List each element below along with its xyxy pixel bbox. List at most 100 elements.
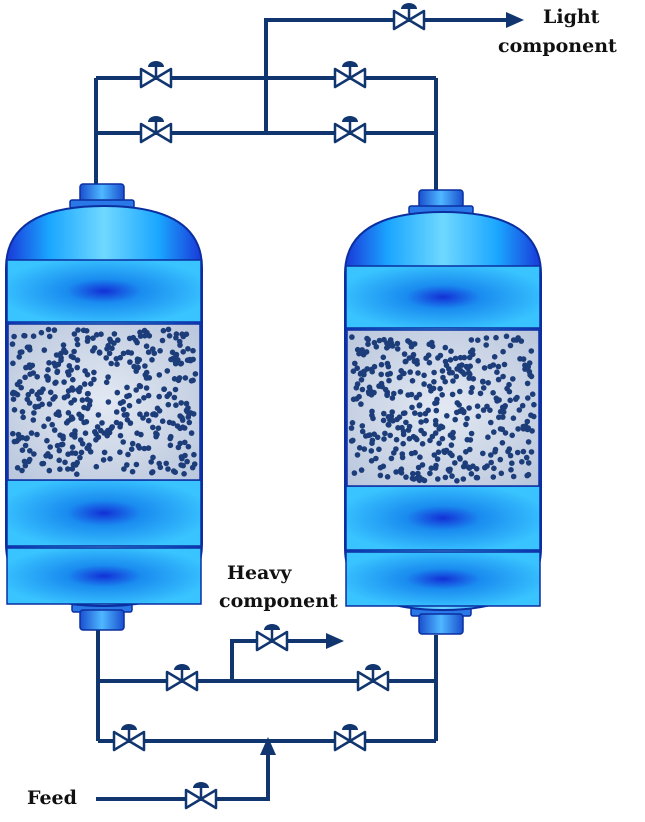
adsorbent-particle: [495, 363, 502, 370]
adsorbent-particle: [46, 401, 53, 407]
left-adsorber-column: [5, 183, 203, 631]
adsorbent-particle: [400, 428, 407, 435]
adsorbent-particles: [9, 326, 199, 478]
adsorbent-particle: [181, 425, 188, 431]
adsorbent-particle: [475, 413, 482, 420]
adsorbent-particle: [10, 430, 16, 437]
light-component-label-line1: Light: [543, 6, 600, 28]
adsorbent-particle: [157, 348, 163, 354]
adsorbent-particle: [407, 369, 413, 375]
adsorbent-particle: [507, 397, 513, 404]
valve-bottom-upper-right[interactable]: [356, 664, 390, 692]
adsorbent-particle: [188, 430, 195, 436]
adsorbent-particle: [359, 423, 366, 429]
heavy-component-label-line1: Heavy: [227, 562, 292, 584]
valve-bottom-upper-left[interactable]: [165, 664, 199, 692]
adsorbent-particle: [509, 460, 515, 467]
adsorbent-particle: [19, 467, 25, 474]
adsorbent-particle: [518, 338, 525, 344]
valve-top-upper-left[interactable]: [139, 61, 173, 89]
valve-bottom-lower-left[interactable]: [112, 724, 146, 752]
adsorbent-particle: [161, 386, 167, 392]
valve-bottom-lower-right[interactable]: [333, 724, 367, 752]
adsorbent-particle: [134, 339, 140, 346]
adsorbent-particle: [439, 392, 445, 398]
adsorbent-particle: [380, 354, 387, 361]
adsorbent-particle: [348, 438, 355, 444]
adsorbent-particle: [468, 430, 475, 437]
adsorbent-particle: [467, 437, 474, 443]
adsorbent-particle: [169, 349, 176, 356]
adsorbent-particle: [146, 375, 153, 381]
adsorbent-particle: [82, 430, 89, 436]
adsorbent-particle: [525, 460, 532, 466]
adsorbent-particle: [418, 419, 424, 425]
adsorbent-particle: [364, 366, 370, 372]
adsorbent-particle: [459, 362, 465, 368]
adsorbent-particle: [129, 440, 136, 447]
adsorbent-particle: [423, 417, 429, 424]
adsorbent-particle: [385, 371, 391, 378]
adsorbent-particle: [19, 349, 25, 355]
adsorbent-particle: [150, 424, 156, 431]
light-component-label-line2: component: [498, 35, 617, 57]
adsorbent-particle: [485, 380, 491, 386]
adsorbent-particle: [452, 355, 459, 362]
adsorbent-particle: [11, 333, 17, 340]
adsorbent-particle: [145, 392, 152, 399]
adsorbent-particle: [71, 331, 78, 337]
valves: [112, 3, 426, 810]
adsorbent-particle: [99, 420, 105, 426]
adsorbent-particle: [75, 327, 81, 333]
adsorbent-particle: [354, 365, 360, 371]
adsorbent-particle: [485, 434, 491, 440]
adsorbent-particle: [177, 425, 183, 432]
adsorbent-particle: [32, 404, 39, 410]
adsorbent-particle: [120, 350, 127, 357]
adsorbent-particle: [531, 401, 537, 408]
adsorbent-particle: [376, 337, 383, 344]
adsorbent-particle: [171, 394, 178, 401]
adsorbent-particle: [190, 347, 196, 354]
valve-heavy-product[interactable]: [255, 624, 289, 652]
adsorbent-particle: [129, 468, 136, 475]
valve-feed[interactable]: [184, 782, 218, 810]
adsorbent-particle: [43, 373, 50, 380]
adsorbent-particle: [136, 382, 143, 389]
valve-light-product[interactable]: [392, 3, 426, 31]
adsorbent-particle: [408, 343, 415, 350]
valve-top-lower-right[interactable]: [333, 116, 367, 144]
adsorbent-particle: [389, 409, 395, 415]
adsorbent-particle: [448, 348, 454, 354]
adsorbent-particle: [442, 474, 449, 481]
adsorbent-particle: [433, 462, 439, 469]
adsorbent-particle: [526, 368, 533, 375]
adsorbent-particle: [44, 437, 50, 444]
adsorbent-particle: [172, 386, 179, 393]
adsorbent-particle: [177, 413, 183, 419]
adsorbent-particle: [111, 331, 118, 337]
adsorbent-particle: [354, 346, 361, 353]
adsorbent-particle: [374, 434, 381, 441]
adsorbent-particle: [26, 400, 33, 406]
adsorbent-particle: [457, 367, 464, 374]
adsorbent-particle: [418, 427, 424, 434]
vessel-band: [6, 547, 202, 605]
adsorbent-particle: [107, 336, 113, 343]
adsorbent-particle: [45, 416, 52, 422]
adsorbent-particle: [95, 412, 102, 418]
adsorbent-particle: [27, 371, 33, 377]
adsorbent-particle: [91, 376, 97, 383]
adsorbent-particle: [141, 445, 148, 452]
adsorbent-particle: [79, 397, 86, 403]
adsorbent-particle: [45, 367, 51, 373]
adsorbent-particle: [11, 438, 18, 445]
adsorbent-particle: [507, 452, 514, 459]
adsorbent-particle: [185, 443, 192, 450]
valve-top-upper-right[interactable]: [333, 61, 367, 89]
adsorbent-particle: [466, 405, 472, 411]
adsorbent-particle: [365, 336, 371, 343]
adsorbent-particle: [410, 351, 417, 358]
adsorbent-particle: [175, 444, 182, 451]
valve-top-lower-left[interactable]: [139, 116, 173, 144]
